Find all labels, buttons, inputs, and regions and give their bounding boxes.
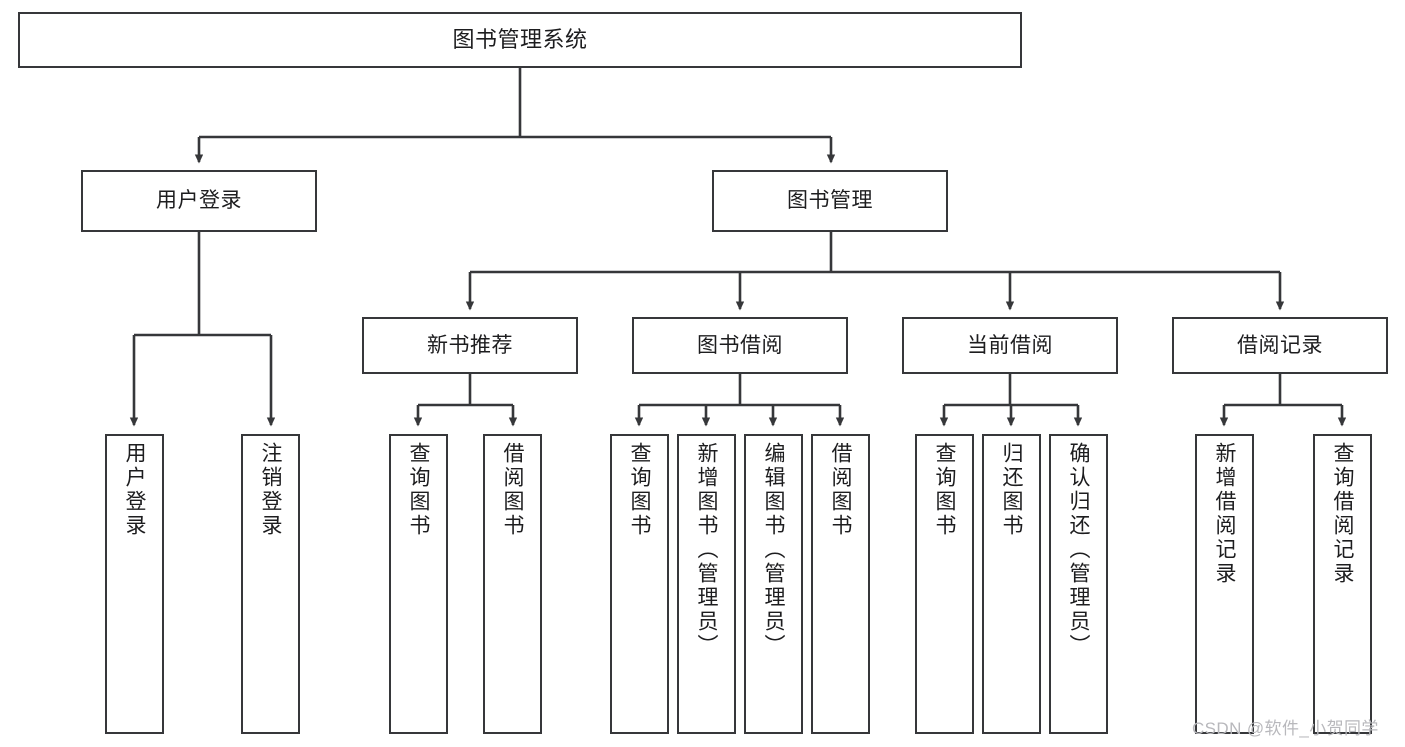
node-book-management-label: 图书管理	[787, 189, 873, 213]
leaf-borrow-book-2-label: 借阅图书	[829, 442, 852, 538]
leaf-logout-login-label: 注销登录	[259, 442, 282, 538]
node-borrow-record[interactable]: 借阅记录	[1172, 317, 1388, 374]
leaf-query-book-1[interactable]: 查询图书	[389, 434, 448, 734]
leaf-add-book[interactable]: 新增图书（管理员）	[677, 434, 736, 734]
leaf-user-login[interactable]: 用户登录	[105, 434, 164, 734]
leaf-user-login-label: 用户登录	[123, 442, 146, 538]
leaf-logout-login[interactable]: 注销登录	[241, 434, 300, 734]
leaf-add-borrow-record-label: 新增借阅记录	[1213, 442, 1236, 586]
leaf-edit-book[interactable]: 编辑图书（管理员）	[744, 434, 803, 734]
leaf-query-borrow-record[interactable]: 查询借阅记录	[1313, 434, 1372, 734]
leaf-add-book-label: 新增图书（管理员）	[695, 442, 718, 658]
node-current-borrow[interactable]: 当前借阅	[902, 317, 1118, 374]
leaf-add-borrow-record[interactable]: 新增借阅记录	[1195, 434, 1254, 734]
node-user-login-label: 用户登录	[156, 189, 242, 213]
leaf-borrow-book-1-label: 借阅图书	[501, 442, 524, 538]
node-book-management[interactable]: 图书管理	[712, 170, 948, 232]
leaf-query-book-3[interactable]: 查询图书	[915, 434, 974, 734]
leaf-edit-book-label: 编辑图书（管理员）	[762, 442, 785, 658]
leaf-return-book[interactable]: 归还图书	[982, 434, 1041, 734]
leaf-query-book-2[interactable]: 查询图书	[610, 434, 669, 734]
node-user-login[interactable]: 用户登录	[81, 170, 317, 232]
leaf-confirm-return-label: 确认归还（管理员）	[1067, 442, 1090, 658]
node-book-borrow-label: 图书借阅	[697, 333, 783, 357]
node-new-book-recommend[interactable]: 新书推荐	[362, 317, 578, 374]
leaf-borrow-book-2[interactable]: 借阅图书	[811, 434, 870, 734]
node-borrow-record-label: 借阅记录	[1237, 333, 1323, 357]
node-current-borrow-label: 当前借阅	[967, 333, 1053, 357]
leaf-query-borrow-record-label: 查询借阅记录	[1331, 442, 1354, 586]
node-root-system[interactable]: 图书管理系统	[18, 12, 1022, 68]
leaf-query-book-2-label: 查询图书	[628, 442, 651, 538]
node-new-book-recommend-label: 新书推荐	[427, 333, 513, 357]
leaf-query-book-3-label: 查询图书	[933, 442, 956, 538]
node-root-system-label: 图书管理系统	[452, 26, 588, 52]
node-book-borrow[interactable]: 图书借阅	[632, 317, 848, 374]
leaf-query-book-1-label: 查询图书	[407, 442, 430, 538]
leaf-confirm-return[interactable]: 确认归还（管理员）	[1049, 434, 1108, 734]
leaf-return-book-label: 归还图书	[1000, 442, 1023, 538]
csdn-watermark: CSDN @软件_小贺同学	[1192, 719, 1379, 738]
leaf-borrow-book-1[interactable]: 借阅图书	[483, 434, 542, 734]
